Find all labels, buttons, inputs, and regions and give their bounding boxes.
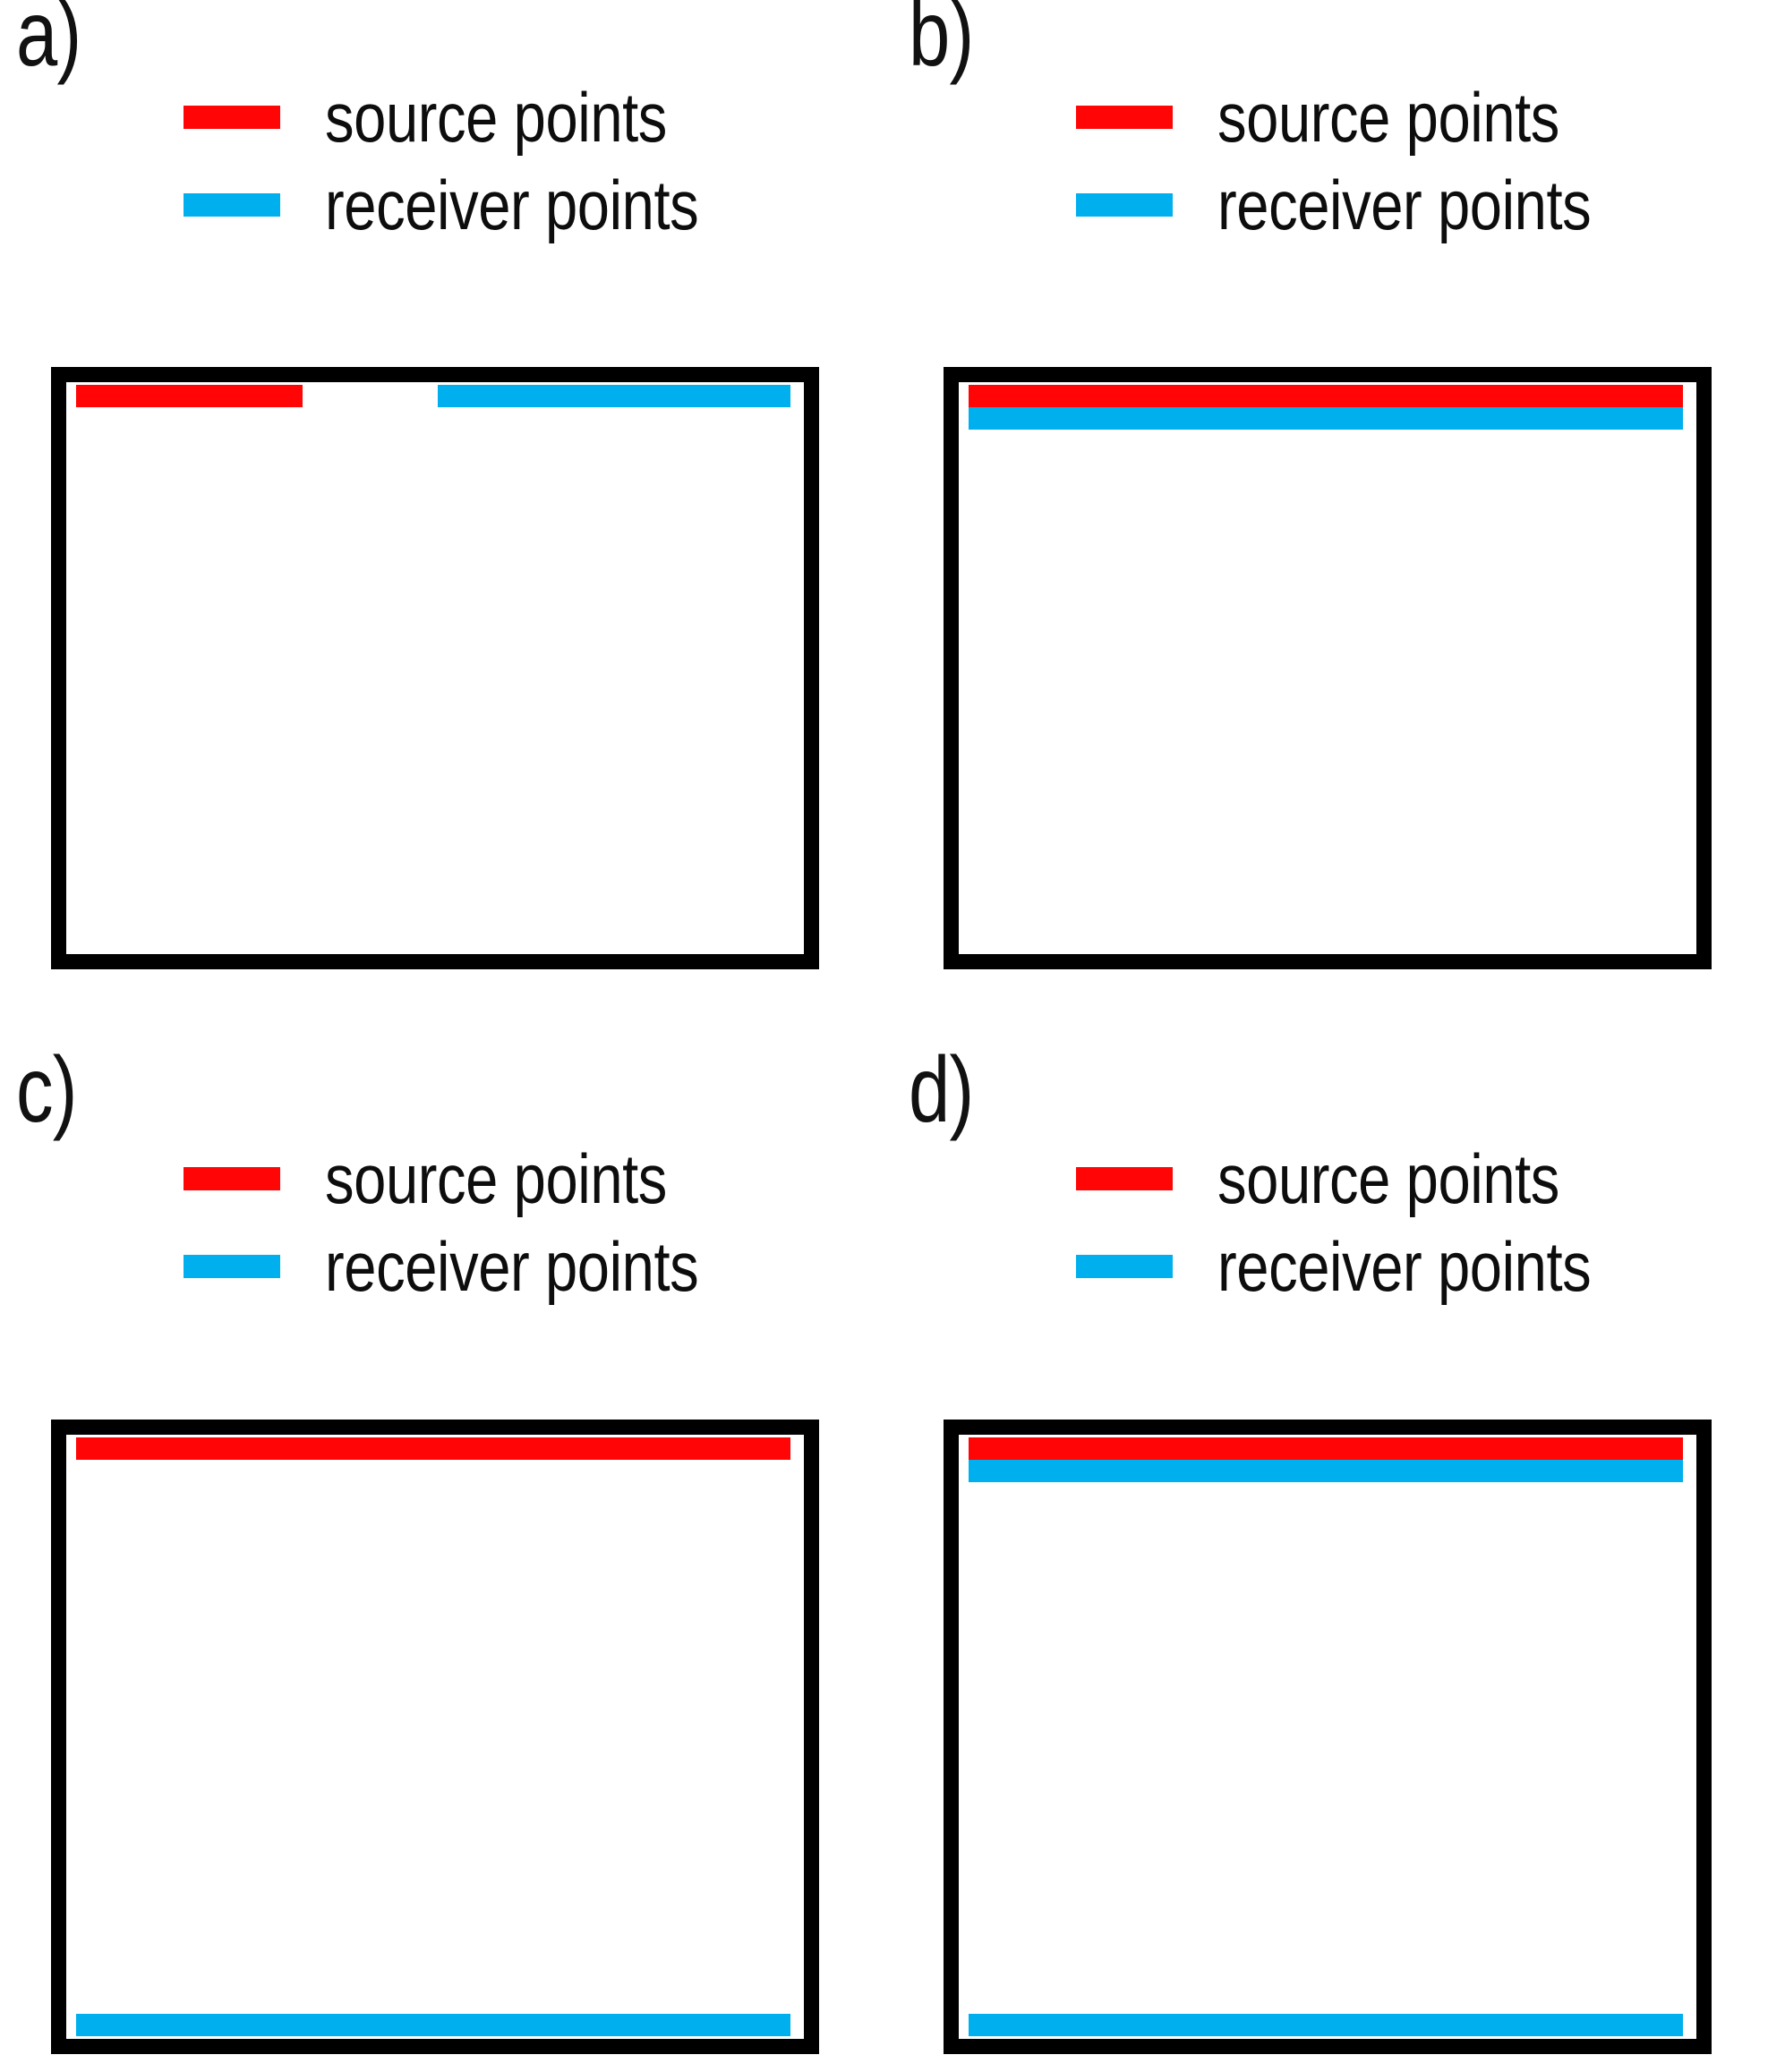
legend-row-source: source points: [184, 82, 773, 152]
legend-label-receiver: receiver points: [325, 166, 699, 244]
panel-b-receiver-line-top: [969, 407, 1683, 430]
legend-row-receiver: receiver points: [1076, 1232, 1665, 1301]
panel-c-receiver-line-bottom: [76, 2014, 790, 2036]
panel-d-receiver-line-top: [969, 1460, 1683, 1482]
panel-d-box-inner: [959, 1435, 1696, 2039]
panel-d: d) source points receiver points: [892, 1036, 1785, 2072]
panel-c-model-box: [51, 1420, 819, 2054]
panel-c-label: c): [16, 1038, 78, 1142]
legend-row-source: source points: [1076, 1144, 1665, 1214]
panel-d-source-line-top: [969, 1437, 1683, 1460]
legend-label-source: source points: [325, 78, 667, 157]
panel-d-legend: source points receiver points: [1076, 1144, 1665, 1301]
legend-row-receiver: receiver points: [184, 1232, 773, 1301]
panel-c: c) source points receiver points: [0, 1036, 892, 2072]
legend-label-source: source points: [1217, 78, 1559, 157]
source-swatch-icon: [184, 106, 280, 129]
legend-label-receiver: receiver points: [1217, 1227, 1592, 1306]
legend-row-source: source points: [1076, 82, 1665, 152]
panel-b-model-box: [944, 367, 1712, 969]
panel-c-box-inner: [66, 1435, 804, 2039]
source-swatch-icon: [1076, 106, 1173, 129]
panel-a-box-inner: [66, 382, 804, 954]
legend-row-receiver: receiver points: [184, 170, 773, 240]
panel-c-legend: source points receiver points: [184, 1144, 773, 1301]
panel-b-label: b): [909, 0, 974, 86]
panel-a-receiver-line-top-right: [438, 385, 790, 407]
panel-a-legend: source points receiver points: [184, 82, 773, 240]
panel-a-model-box: [51, 367, 819, 969]
receiver-swatch-icon: [184, 193, 280, 217]
panel-a-source-line-top-left: [76, 385, 303, 407]
legend-label-source: source points: [325, 1139, 667, 1218]
panel-d-label: d): [909, 1038, 974, 1142]
panel-b-box-inner: [959, 382, 1696, 954]
legend-row-source: source points: [184, 1144, 773, 1214]
legend-label-source: source points: [1217, 1139, 1559, 1218]
panel-c-source-line-top: [76, 1437, 790, 1460]
source-swatch-icon: [1076, 1167, 1173, 1190]
legend-row-receiver: receiver points: [1076, 170, 1665, 240]
panel-a-label: a): [16, 0, 81, 86]
panel-d-model-box: [944, 1420, 1712, 2054]
legend-label-receiver: receiver points: [325, 1227, 699, 1306]
receiver-swatch-icon: [1076, 193, 1173, 217]
receiver-swatch-icon: [1076, 1255, 1173, 1278]
receiver-swatch-icon: [184, 1255, 280, 1278]
panel-b: b) source points receiver points: [892, 0, 1785, 1036]
source-swatch-icon: [184, 1167, 280, 1190]
panel-b-legend: source points receiver points: [1076, 82, 1665, 240]
legend-label-receiver: receiver points: [1217, 166, 1592, 244]
panel-d-receiver-line-bottom: [969, 2014, 1683, 2036]
panel-b-source-line-top: [969, 385, 1683, 407]
panel-a: a) source points receiver points: [0, 0, 892, 1036]
